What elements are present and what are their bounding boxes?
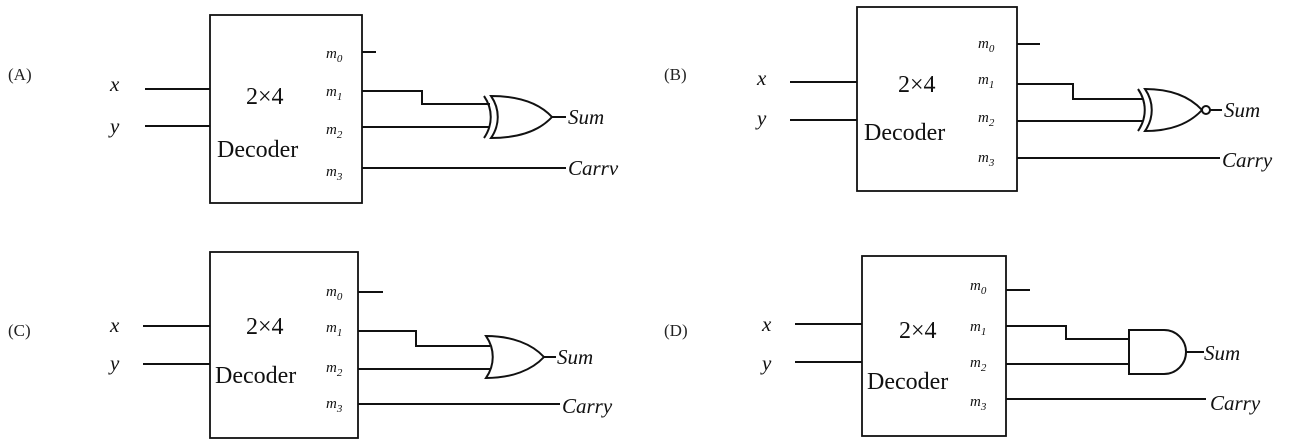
- option-c-label: (C): [8, 321, 31, 340]
- option-b-xnor-gate: [1143, 87, 1204, 133]
- option-d-sum-label: Sum: [1204, 341, 1240, 365]
- option-d-circuit: (D) 2×4 Decoder x y m0 m1 m2 m3 Sum Carr…: [664, 255, 1261, 437]
- option-c-decoder-size: 2×4: [246, 314, 284, 340]
- option-a-sum-label: Sum: [568, 105, 604, 129]
- option-b-input-x-label: x: [756, 66, 767, 90]
- option-b-xnor-extra-arc: [1137, 88, 1146, 132]
- option-d-decoder-size: 2×4: [899, 318, 937, 344]
- option-c-sum-label: Sum: [557, 345, 593, 369]
- option-a-label: (A): [8, 65, 32, 84]
- option-a-decoder-box: [209, 14, 363, 204]
- option-a-circuit: (A) 2×4 Decoder x y m0 m1 m2 m3 Sum Carr…: [8, 14, 619, 204]
- option-a-input-x-label: x: [109, 72, 120, 96]
- option-d-input-x-label: x: [761, 312, 772, 336]
- option-b-input-y-label: y: [755, 106, 767, 130]
- option-d-m1-wire: [1006, 325, 1129, 340]
- option-a-decoder-name: Decoder: [217, 137, 298, 163]
- option-a-m1-wire: [362, 90, 490, 105]
- option-a-carry-label: Carrv: [568, 156, 619, 180]
- option-b-m1-wire: [1017, 83, 1143, 100]
- option-d-decoder-name: Decoder: [867, 369, 948, 395]
- option-c-m1-wire: [358, 330, 490, 347]
- option-b-decoder-box: [856, 6, 1018, 192]
- option-b-sum-label: Sum: [1224, 98, 1260, 122]
- option-d-label: (D): [664, 321, 688, 340]
- option-c-circuit: (C) 2×4 Decoder x y m0 m1 m2 m3 Sum Carr…: [8, 251, 613, 439]
- option-b-carry-label: Carry: [1222, 148, 1273, 172]
- option-a-decoder-size: 2×4: [246, 84, 284, 110]
- option-c-input-y-label: y: [108, 351, 120, 375]
- option-d-and-gate: [1128, 329, 1187, 375]
- option-c-input-x-label: x: [109, 313, 120, 337]
- option-c-or-gate: [484, 334, 546, 380]
- option-b-circuit: (B) 2×4 Decoder x y m0 m1 m2 m3 Sum Carr…: [664, 6, 1273, 192]
- option-a-xor-gate: [489, 94, 554, 140]
- option-b-label: (B): [664, 65, 687, 84]
- option-d-carry-label: Carry: [1210, 391, 1261, 415]
- option-c-carry-label: Carry: [562, 394, 613, 418]
- option-d-decoder-box: [861, 255, 1007, 437]
- option-b-decoder-name: Decoder: [864, 120, 945, 146]
- option-a-input-y-label: y: [108, 114, 120, 138]
- option-b-decoder-size: 2×4: [898, 72, 936, 98]
- option-b-xnor-bubble: [1201, 105, 1211, 115]
- option-d-input-y-label: y: [760, 351, 772, 375]
- option-a-xor-extra-arc: [483, 95, 492, 139]
- option-c-decoder-box: [209, 251, 359, 439]
- option-c-decoder-name: Decoder: [215, 363, 296, 389]
